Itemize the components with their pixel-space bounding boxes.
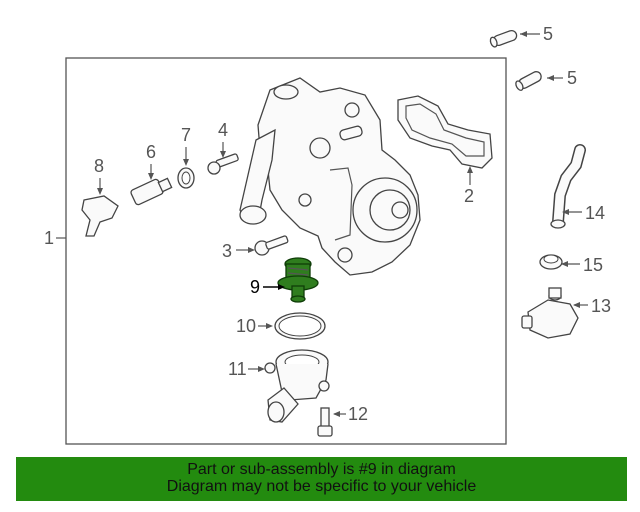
callout-14-label: 14 [585, 203, 605, 223]
part-15-clamp[interactable]: 15 [539, 254, 603, 275]
part-6-sensor[interactable]: 6 [130, 142, 173, 206]
part-13-auxiliary-pump[interactable]: 13 [521, 287, 611, 339]
part-9-thermostat[interactable]: 9 [250, 257, 319, 303]
callout-5a-label: 5 [543, 24, 553, 44]
part-11-thermostat-housing[interactable]: 11 [228, 349, 330, 423]
callout-7-label: 7 [181, 125, 191, 145]
banner-line-2: Diagram may not be specific to your vehi… [166, 478, 477, 495]
part-8-connector[interactable]: 8 [81, 156, 119, 237]
assembly-frame [65, 57, 507, 445]
callout-11-label: 11 [228, 359, 247, 379]
part-5-lower[interactable]: 5 [514, 68, 577, 91]
callout-9-label: 9 [250, 277, 260, 297]
callout-13-label: 13 [591, 296, 611, 316]
part-2-gasket[interactable]: 2 [397, 95, 493, 206]
info-banner: Part or sub-assembly is #9 in diagram Di… [16, 457, 627, 501]
callout-6-label: 6 [146, 142, 156, 162]
callout-1-label: 1 [44, 228, 54, 248]
callout-5b-label: 5 [567, 68, 577, 88]
callout-15-label: 15 [583, 255, 603, 275]
callout-3-label: 3 [222, 241, 232, 261]
part-10-gasket[interactable]: 10 [236, 312, 326, 340]
banner-line-1: Part or sub-assembly is #9 in diagram [187, 461, 456, 478]
part-3-bolt[interactable]: 3 [222, 235, 289, 261]
part-4-bolt[interactable]: 4 [207, 120, 239, 175]
callout-1[interactable]: 1 [44, 228, 66, 248]
part-7-o-ring[interactable]: 7 [177, 125, 195, 189]
part-12-bolt[interactable]: 12 [317, 404, 368, 437]
callout-12-label: 12 [348, 404, 368, 424]
callout-4-label: 4 [218, 120, 228, 140]
callout-2-label: 2 [464, 186, 474, 206]
part-14-hose[interactable]: 14 [550, 144, 605, 229]
water-pump-housing[interactable] [239, 77, 421, 276]
callout-8-label: 8 [94, 156, 104, 176]
part-5-upper[interactable]: 5 [489, 24, 553, 48]
callout-10-label: 10 [236, 316, 256, 336]
